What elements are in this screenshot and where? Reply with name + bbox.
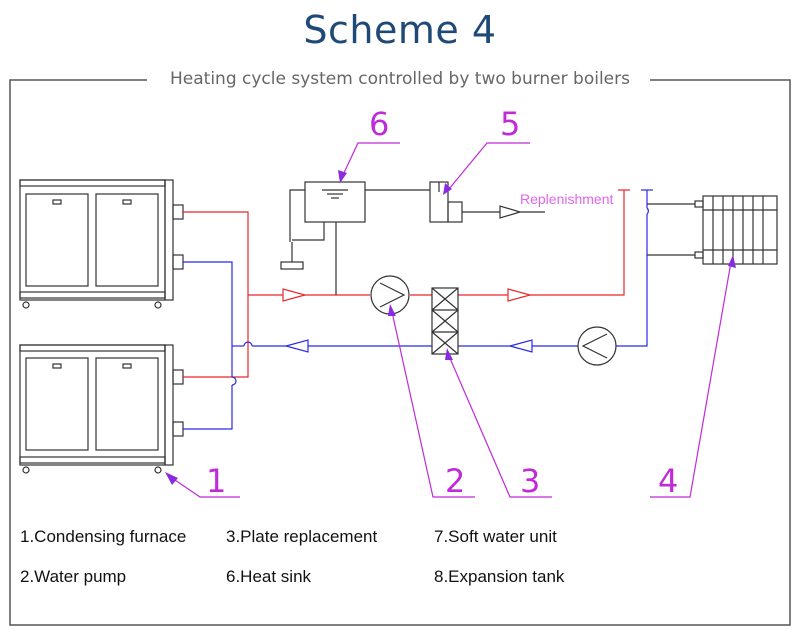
- soft-water-unit: [429, 181, 545, 223]
- legend-item: 1.Condensing furnace: [20, 527, 187, 546]
- replenishment-label: Replenishment: [520, 191, 613, 207]
- plate-exchanger: [431, 287, 459, 355]
- expansion-tank: [280, 181, 430, 295]
- subtitle: Heating cycle system controlled by two b…: [150, 69, 650, 89]
- callout-5: 5: [500, 105, 520, 143]
- flow-arrows: [282, 288, 533, 353]
- legend-item: 2.Water pump: [20, 567, 127, 586]
- page-title: Scheme 4: [303, 8, 497, 52]
- water-pump-return: [577, 326, 617, 366]
- crossover-marks: [231, 207, 649, 386]
- legend-item: 6.Heat sink: [226, 567, 312, 586]
- legend-item: 7.Soft water unit: [434, 527, 557, 546]
- callout-6: 6: [369, 105, 389, 143]
- callout-4: 4: [658, 462, 678, 500]
- water-pump-supply: [370, 275, 410, 315]
- hot-supply-lines: [183, 189, 630, 378]
- callout-2: 2: [445, 462, 465, 500]
- boiler-bottom: [19, 344, 184, 474]
- callout-arrowheads: [165, 170, 736, 485]
- callout-labels: 1 2 3 4 6 5: [206, 105, 678, 500]
- legend-item: 8.Expansion tank: [434, 567, 565, 586]
- callout-1: 1: [206, 462, 226, 500]
- callout-3: 3: [520, 462, 540, 500]
- legend-item: 3.Plate replacement: [226, 527, 378, 546]
- cold-return-lines: [183, 189, 653, 430]
- outer-frame: [9, 79, 791, 626]
- callout-lines: [171, 142, 732, 498]
- radiator: [647, 195, 778, 265]
- boiler-top: [19, 179, 184, 309]
